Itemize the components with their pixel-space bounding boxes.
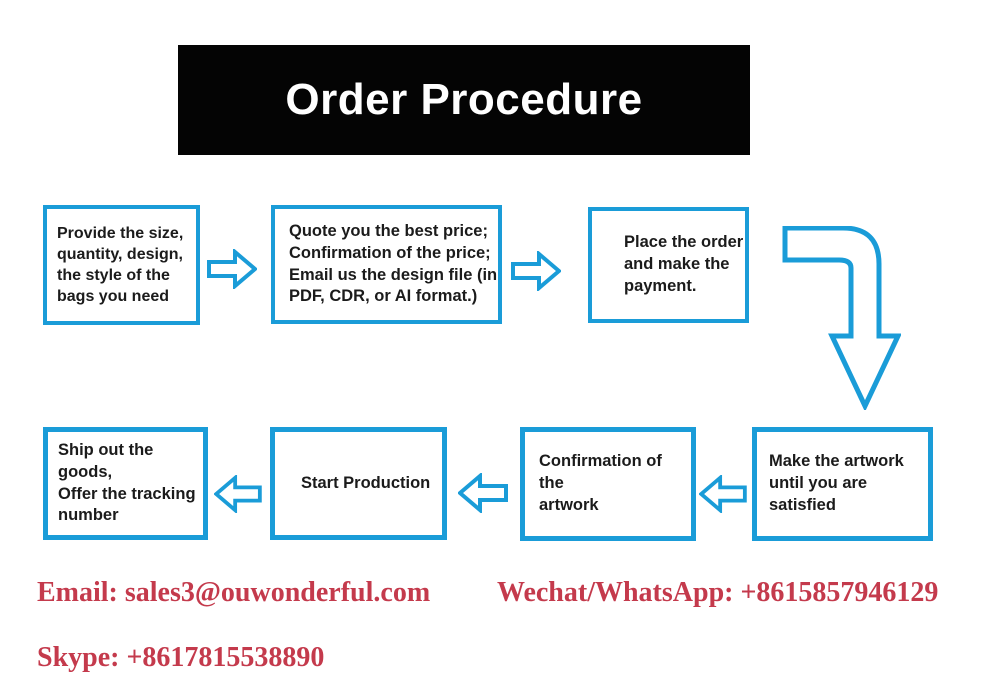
- step-box-provide-details: Provide the size, quantity, design, the …: [43, 205, 200, 325]
- contact-email: Email: sales3@ouwonderful.com: [37, 577, 431, 608]
- arrow-left-icon: [458, 473, 508, 513]
- arrow-left-shape: [699, 475, 747, 513]
- elbow-arrow-shape: [782, 226, 901, 410]
- step-text: Start Production: [301, 473, 431, 492]
- elbow-arrow-down-icon: [782, 226, 901, 410]
- step-box-quote-price: Quote you the best price; Confirmation o…: [271, 205, 502, 324]
- arrow-right-shape: [511, 251, 561, 291]
- arrow-left-icon: [214, 475, 262, 513]
- arrow-right-icon: [511, 251, 561, 291]
- step-text: Place the order and make the payment.: [624, 233, 744, 295]
- arrow-left-icon: [699, 475, 747, 513]
- step-box-make-artwork: Make the artwork until you are satisfied: [752, 427, 933, 541]
- step-text: Ship out the goods, Offer the tracking n…: [58, 440, 196, 525]
- step-box-confirm-artwork: Confirmation of the artwork: [520, 427, 696, 541]
- arrow-right-shape: [207, 249, 257, 289]
- step-box-place-order: Place the order and make the payment.: [588, 207, 749, 323]
- step-box-start-production: Start Production: [270, 427, 447, 540]
- arrow-left-shape: [214, 475, 262, 513]
- contact-skype: Skype: +8617815538890: [37, 642, 325, 673]
- step-text: Confirmation of the artwork: [539, 452, 662, 514]
- title-banner: Order Procedure: [178, 45, 750, 155]
- page-title: Order Procedure: [285, 75, 643, 124]
- step-box-ship-goods: Ship out the goods, Offer the tracking n…: [43, 427, 208, 540]
- step-text: Provide the size, quantity, design, the …: [57, 224, 184, 306]
- arrow-right-icon: [207, 249, 257, 289]
- step-text: Quote you the best price; Confirmation o…: [289, 221, 498, 306]
- arrow-left-shape: [458, 473, 508, 513]
- contact-wechat-whatsapp: Wechat/WhatsApp: +8615857946129: [497, 577, 939, 608]
- step-text: Make the artwork until you are satisfied: [769, 452, 904, 514]
